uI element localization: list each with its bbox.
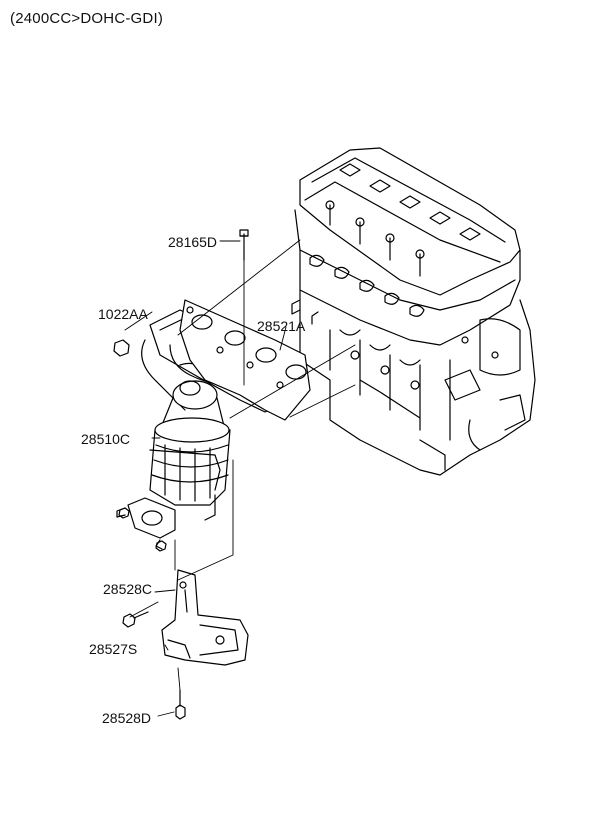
- support-bracket: [161, 569, 249, 666]
- part-label-28510C: 28510C: [81, 431, 131, 447]
- engine-block: [291, 147, 536, 476]
- assembly-lines: [124, 239, 356, 717]
- engine-spec-caption: (2400CC>DOHC-GDI): [10, 10, 164, 27]
- fasteners: [113, 229, 249, 720]
- part-label-28528D: 28528D: [102, 710, 152, 726]
- part-label-28521A: 28521A: [257, 318, 306, 334]
- part-label-28165D: 28165D: [168, 234, 218, 250]
- part-label-28527S: 28527S: [89, 641, 138, 657]
- part-label-28528C: 28528C: [103, 581, 153, 597]
- part-label-1022AA: 1022AA: [98, 306, 148, 322]
